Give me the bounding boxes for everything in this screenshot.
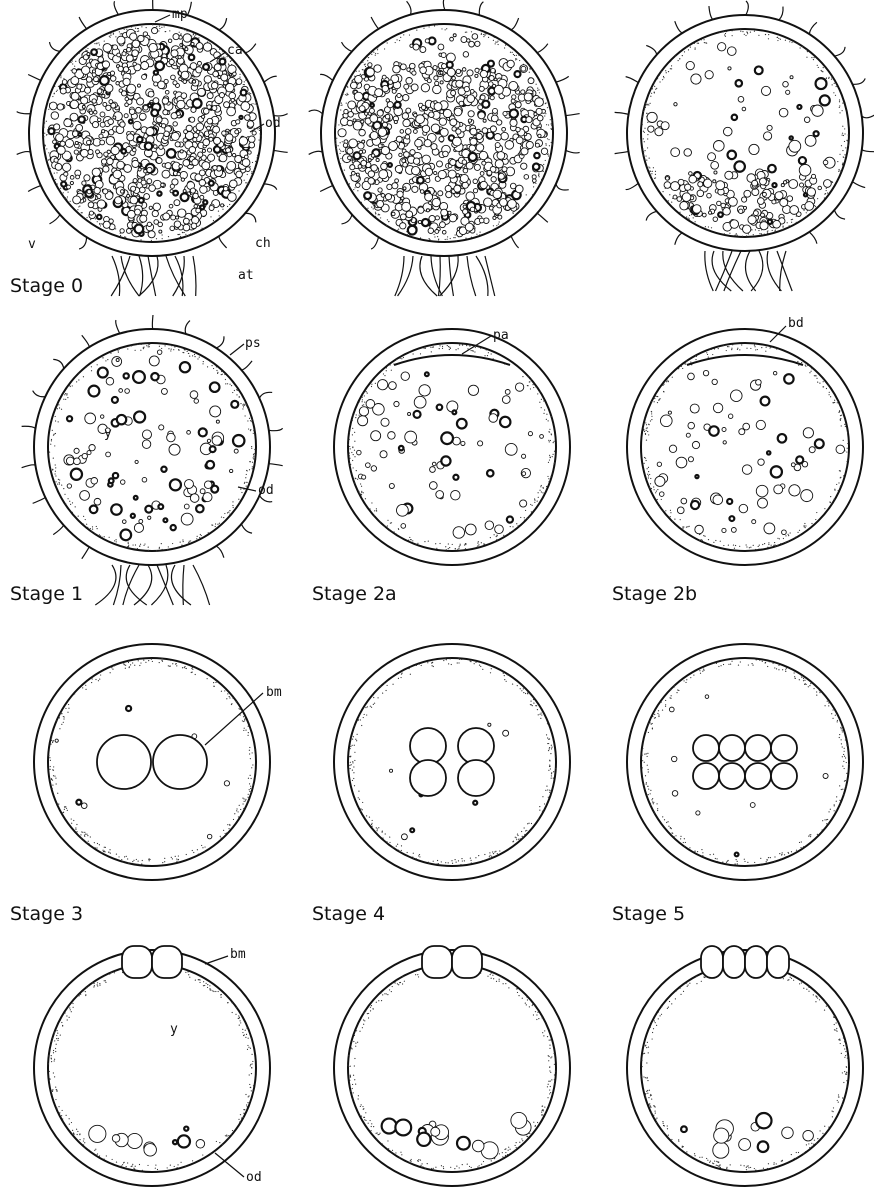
annotation-ch: ch — [255, 236, 271, 251]
annotation-od-stage1: od — [258, 483, 274, 498]
stage-1-label: Stage 1 — [10, 583, 83, 605]
embryo-stage-8 — [627, 644, 863, 880]
embryo-stage-5 — [627, 329, 863, 565]
embryo-stage-0 — [17, 0, 288, 296]
annotation-bd: bd — [788, 316, 804, 331]
embryo-stage-6 — [34, 644, 270, 880]
annotation-od-side: od — [246, 1170, 262, 1185]
annotation-od-stage0: od — [265, 116, 281, 131]
embryo-stage-11 — [627, 946, 863, 1186]
embryo-stage-10 — [334, 946, 570, 1186]
annotation-ps: ps — [245, 336, 261, 351]
annotation-bm-side: bm — [230, 947, 246, 962]
annotation-y-stage1: y — [104, 426, 112, 441]
embryo-stage-7 — [334, 644, 570, 880]
stage-3-label: Stage 3 — [10, 903, 83, 925]
stage-0-label: Stage 0 — [10, 275, 83, 297]
stage-2a-label: Stage 2a — [312, 583, 397, 605]
stage-2b-label: Stage 2b — [612, 583, 697, 605]
annotation-mp: mp — [172, 7, 188, 22]
annotation-bm-stage3: bm — [266, 685, 282, 700]
stage-5-label: Stage 5 — [612, 903, 685, 925]
annotation-ca: ca — [227, 43, 243, 58]
embryo-stage-2 — [615, 1, 874, 291]
embryo-stage-1 — [309, 0, 580, 296]
annotation-y-side: y — [170, 1022, 178, 1037]
embryo-stage-3 — [22, 315, 283, 605]
stage-4-label: Stage 4 — [312, 903, 385, 925]
annotation-v: v — [28, 237, 36, 252]
annotation-at: at — [238, 268, 254, 283]
embryo-stage-9 — [34, 946, 270, 1186]
embryo-stage-4 — [334, 329, 570, 565]
stages-layer — [17, 0, 874, 1186]
annotation-pa: pa — [493, 328, 509, 343]
